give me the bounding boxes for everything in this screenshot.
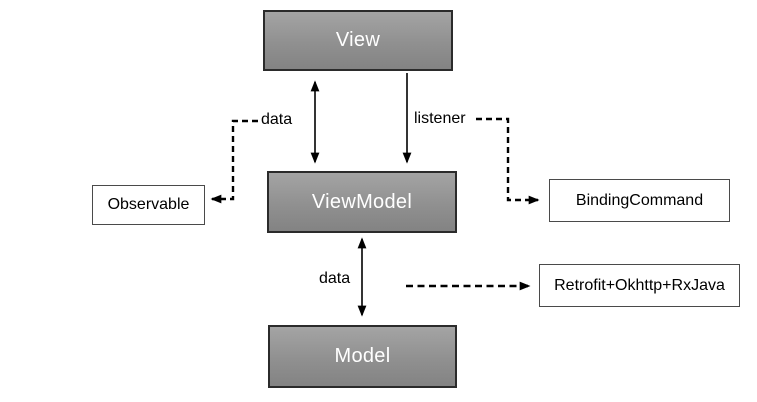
edge-label-data-bottom: data xyxy=(319,270,351,287)
network-stack-node: Retrofit+Okhttp+RxJava xyxy=(539,264,740,307)
view-node: View xyxy=(263,10,453,71)
bindingcommand-node: BindingCommand xyxy=(549,179,730,222)
observable-node: Observable xyxy=(92,185,205,225)
dashed-arrow-listener-bindingcommand xyxy=(476,117,540,205)
model-node: Model xyxy=(268,325,457,388)
edge-label-data-top: data xyxy=(261,111,293,128)
edge-label-listener: listener xyxy=(414,110,466,127)
dashed-arrow-data-observable xyxy=(210,119,258,204)
viewmodel-node: ViewModel xyxy=(267,171,457,233)
